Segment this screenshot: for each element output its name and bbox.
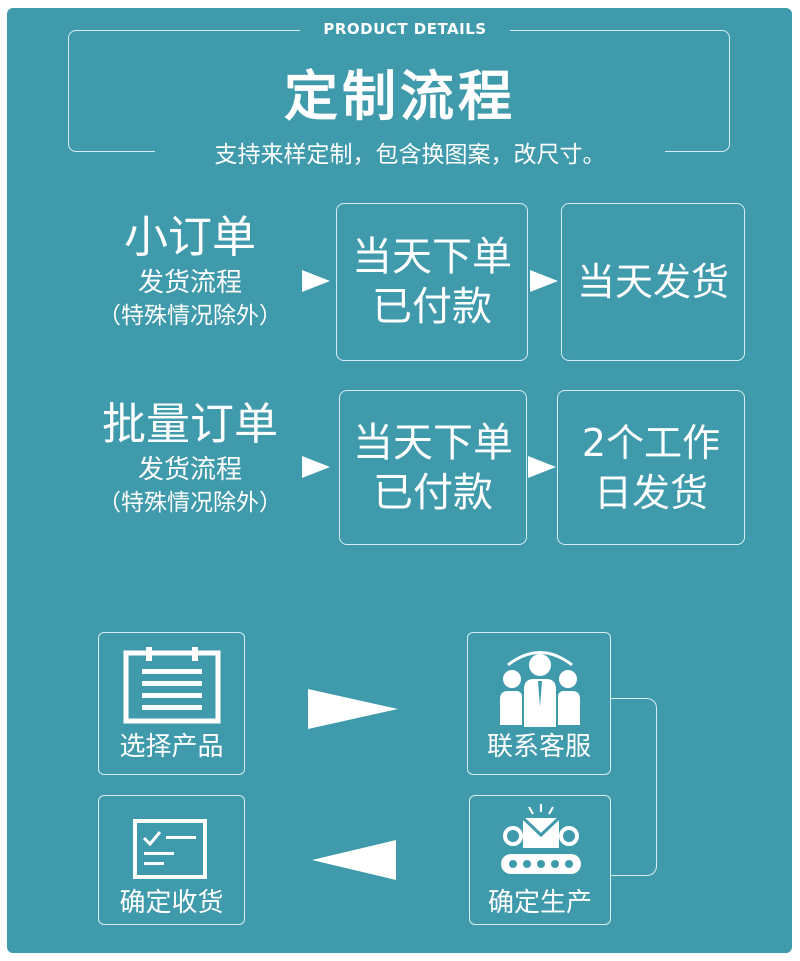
page-subtitle: 支持来样定制，包含换图案，改尺寸。 (155, 138, 665, 172)
process-step-contact-service: 联系客服 (467, 632, 611, 775)
production-line-icon (501, 804, 581, 874)
notepad-icon (123, 647, 221, 724)
arrow-right-icon (530, 270, 558, 292)
flow-connector (611, 698, 657, 876)
arrow-right-icon (302, 270, 330, 292)
flow-step-ship: 2个工作 日发货 (557, 390, 745, 545)
flow-note: （特殊情况除外） (98, 303, 282, 329)
step-label: 确定生产 (487, 888, 592, 918)
flow-step-order-paid: 当天下单 已付款 (336, 203, 528, 361)
flow-title: 批量订单 (102, 399, 278, 450)
step-line: 已付款 (373, 469, 493, 516)
arrow-left-icon (312, 840, 396, 880)
team-icon (500, 651, 580, 727)
arrow-right-icon (528, 456, 556, 478)
page-title: 定制流程 (284, 65, 516, 128)
process-step-select-product: 选择产品 (98, 632, 245, 775)
flow-subtitle: 发货流程 (137, 268, 242, 298)
flow-title: 小订单 (124, 212, 256, 263)
header-label: PRODUCT DETAILS (300, 18, 510, 40)
step-line: 当天发货 (576, 260, 729, 304)
step-line: 日发货 (593, 470, 708, 515)
step-line: 2个工作 (581, 420, 721, 465)
step-line: 当天下单 (353, 419, 513, 466)
arrow-right-icon (302, 456, 330, 478)
flow-step-ship: 当天发货 (561, 203, 745, 361)
checklist-icon (133, 819, 207, 879)
arrow-right-icon (308, 689, 398, 729)
process-step-confirm-receipt: 确定收货 (98, 795, 245, 925)
flow-note: （特殊情况除外） (98, 490, 282, 516)
step-line: 已付款 (372, 284, 492, 330)
step-label: 选择产品 (119, 732, 224, 762)
flow-bulk-order-heading: 批量订单 发货流程 （特殊情况除外） (70, 397, 310, 519)
step-label: 联系客服 (486, 732, 591, 762)
step-line: 当天下单 (352, 234, 512, 280)
flow-subtitle: 发货流程 (137, 455, 242, 485)
step-label: 确定收货 (119, 888, 224, 918)
flow-step-order-paid: 当天下单 已付款 (339, 390, 527, 545)
process-step-confirm-production: 确定生产 (469, 795, 611, 925)
flow-small-order-heading: 小订单 发货流程 （特殊情况除外） (80, 210, 300, 332)
